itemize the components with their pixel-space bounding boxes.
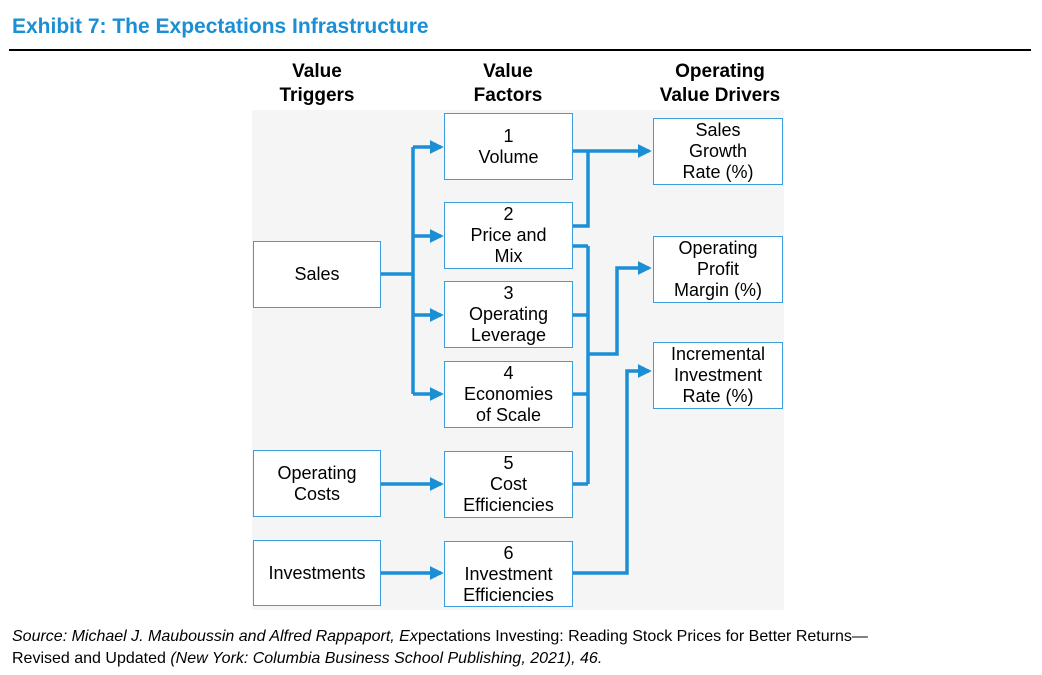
box-line: Leverage [470,325,547,345]
source-book-subtitle: Revised and Updated [12,650,171,667]
column-heading-drivers: Operating Value Drivers [640,60,800,108]
title-rule [9,49,1031,51]
column-heading-factors: Value Factors [448,60,568,108]
driver-box-sales-growth-rate: Sales Growth Rate (%) [653,118,783,185]
box-line: Volume [478,146,539,167]
driver-box-incremental-investment-rate: Incremental Investment Rate (%) [653,342,783,409]
box-line: Efficiencies [463,495,554,515]
box-line: Investment [673,365,763,385]
box-line: Incremental [670,344,766,364]
trigger-box-operating-costs: Operating Costs [253,450,381,517]
box-line: Price and [470,225,547,245]
factor-box-investment-efficiencies: 6 Investment Efficiencies [444,541,573,607]
box-line: Operating [678,238,758,258]
box-line: Mix [494,246,523,266]
box-line: Cost [489,474,527,494]
box-line: Operating [277,462,357,483]
factor-box-economies-of-scale: 4 Economies of Scale [444,361,573,428]
heading-line: Operating [675,61,765,82]
factor-box-price-and-mix: 2 Price and Mix [444,202,573,269]
box-line: 1 [503,125,514,146]
box-line: Investments [268,562,366,583]
source-note: Source: Michael J. Mauboussin and Alfred… [12,626,1032,670]
factor-box-volume: 1 Volume [444,113,573,180]
box-line: Growth [688,141,748,161]
box-line: 4 [503,363,514,383]
box-line: Rate (%) [682,162,754,182]
box-line: Economies [463,384,554,404]
box-line: Operating [468,304,549,324]
source-book-title: pectations Investing: Reading Stock Pric… [417,628,868,645]
box-line: 5 [503,453,514,473]
trigger-box-sales: Sales [253,241,381,308]
column-heading-triggers: Value Triggers [262,60,372,108]
source-publisher: (New York: Columbia Business School Publ… [170,650,603,667]
factor-box-operating-leverage: 3 Operating Leverage [444,281,573,348]
factor-box-cost-efficiencies: 5 Cost Efficiencies [444,451,573,518]
box-line: of Scale [475,405,542,425]
box-line: 2 [503,204,514,224]
heading-line: Value [483,61,533,82]
driver-box-operating-profit-margin: Operating Profit Margin (%) [653,236,783,303]
heading-line: Triggers [279,85,355,106]
heading-line: Factors [473,85,543,106]
box-line: Profit [696,259,739,279]
heading-line: Value Drivers [659,85,781,106]
box-line: Sales [294,264,340,284]
box-line: Efficiencies [463,584,554,605]
box-line: Margin (%) [673,280,762,300]
box-line: 6 [503,542,514,563]
trigger-box-investments: Investments [253,540,381,606]
source-text: Source: Michael J. Mauboussin and Alfred… [12,628,418,645]
exhibit-title: Exhibit 7: The Expectations Infrastructu… [12,15,429,38]
heading-line: Value [292,61,342,82]
box-line: 3 [503,283,514,303]
box-line: Rate (%) [682,386,754,406]
box-line: Investment [464,563,553,584]
box-line: Sales [695,120,741,140]
box-line: Costs [293,483,340,504]
